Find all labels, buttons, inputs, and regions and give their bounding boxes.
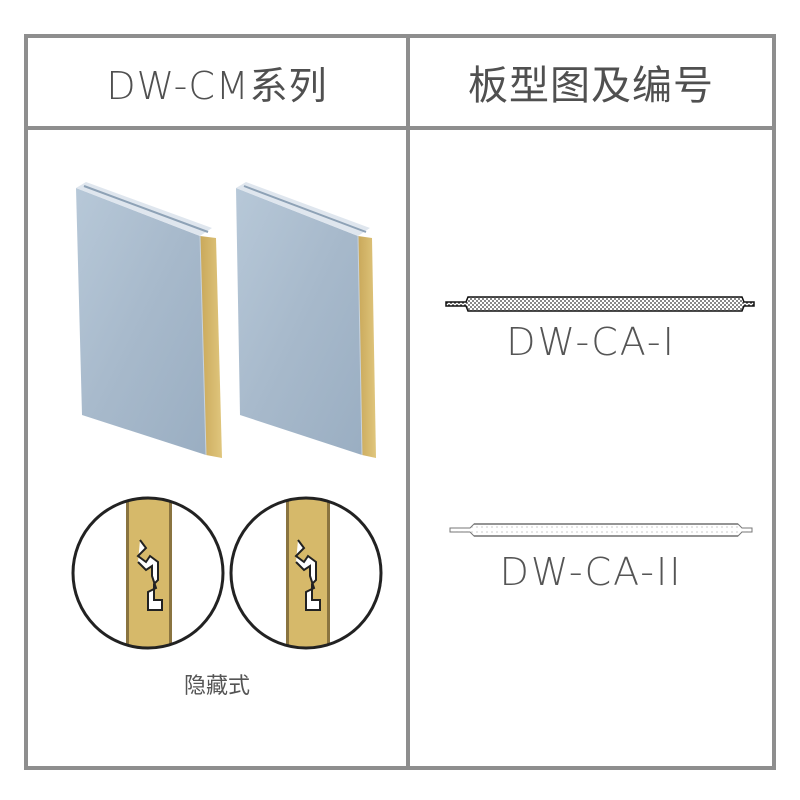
sandwich-panel-2 [236, 182, 376, 458]
profile-model-1: DW-CA-I [506, 320, 676, 364]
joint-detail-2 [229, 496, 383, 650]
profile-drawing-2 [449, 523, 753, 537]
table-frame [24, 34, 776, 770]
header-profile: 板型图及编号 [468, 63, 714, 109]
profile-drawing-1 [445, 296, 755, 312]
sandwich-panel-1 [76, 182, 222, 458]
header-divider [24, 126, 776, 130]
column-divider [406, 34, 410, 770]
joint-type-caption: 隐藏式 [183, 674, 250, 699]
profile-model-2: DW-CA-II [499, 550, 683, 594]
joint-detail-1 [71, 496, 225, 650]
header-series: DW-CM系列 [106, 63, 328, 108]
